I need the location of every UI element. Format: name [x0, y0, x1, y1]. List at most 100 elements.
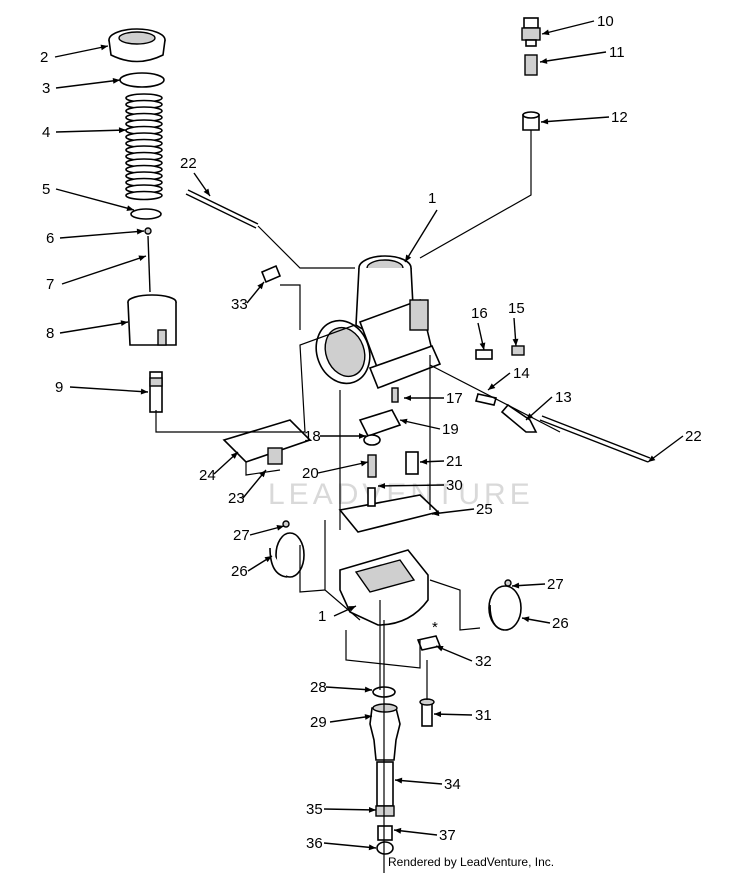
callout-label: 21	[446, 453, 463, 470]
callout-label: 28	[310, 679, 327, 696]
callout-label: 22	[685, 428, 702, 445]
arrowhead-icon	[378, 482, 386, 489]
callout-label: 33	[231, 296, 248, 313]
arrowhead-icon	[394, 827, 402, 834]
callout-label: 3	[42, 80, 50, 97]
arrowhead-icon	[368, 806, 376, 813]
arrowhead-icon	[112, 77, 120, 84]
arrowhead-icon	[488, 383, 496, 390]
arrowhead-icon	[542, 29, 550, 36]
throttle-parts-column	[108, 28, 177, 413]
arrowhead-icon	[138, 255, 146, 261]
callout-leader	[539, 51, 607, 63]
cap-part	[108, 28, 166, 63]
clip-part	[144, 227, 152, 235]
arrowhead-icon	[360, 460, 368, 467]
arrowhead-icon	[100, 44, 108, 51]
arrowhead-icon	[257, 282, 264, 290]
arrowhead-icon	[432, 510, 440, 517]
callout-label: 19	[442, 421, 459, 438]
callout-leader	[317, 461, 369, 474]
callout-label: 15	[508, 300, 525, 317]
callout-label: 29	[310, 714, 327, 731]
callout-leader	[69, 386, 149, 393]
callout-label: 27	[547, 576, 564, 593]
arrowhead-icon	[541, 118, 549, 125]
float-left-part	[269, 532, 305, 578]
arrowhead-icon	[479, 342, 486, 350]
cable-fittings	[521, 17, 541, 131]
arrowhead-icon	[436, 646, 444, 652]
leader-lines	[155, 130, 561, 873]
arrowhead-icon	[120, 320, 128, 326]
arrowhead-icon	[648, 455, 656, 462]
callout-label: 4	[42, 124, 50, 141]
throttle-valve-part	[127, 294, 177, 346]
callout-label: 32	[475, 653, 492, 670]
callout-label: 26	[552, 615, 569, 632]
arrowhead-icon	[364, 686, 372, 693]
callout-label: 20	[302, 465, 319, 482]
callout-label: 14	[513, 365, 530, 382]
callout-label: 12	[611, 109, 628, 126]
arrowhead-icon	[136, 228, 144, 235]
callout-label: 30	[446, 477, 463, 494]
callout-label: 9	[55, 379, 63, 396]
arrowhead-icon	[395, 777, 403, 784]
callout-leader	[323, 842, 377, 849]
spring-coil	[125, 190, 163, 201]
callout-label: 31	[475, 707, 492, 724]
float-right-part	[488, 585, 522, 631]
callout-leader	[329, 715, 373, 723]
arrowhead-icon	[364, 714, 372, 720]
callout-label: 18	[304, 428, 321, 445]
callout-leader	[323, 808, 377, 811]
spring-part	[125, 93, 163, 201]
callout-label: 35	[306, 801, 323, 818]
arrowhead-icon	[126, 205, 134, 211]
arrowhead-icon	[230, 452, 238, 459]
callout-label: 17	[446, 390, 463, 407]
callout-label: 24	[199, 467, 216, 484]
callout-label: 11	[609, 44, 625, 61]
callout-label: 23	[228, 490, 245, 507]
arrowhead-icon	[540, 58, 548, 64]
arrowhead-icon	[512, 582, 520, 589]
callout-label: 2	[40, 49, 48, 66]
arrowhead-icon	[522, 616, 530, 623]
callout-label: 1	[428, 190, 436, 207]
callout-label: 13	[555, 389, 572, 406]
arrowhead-icon	[203, 188, 210, 196]
callout-leader	[55, 129, 127, 133]
credit-text: Rendered by LeadVenture, Inc.	[388, 855, 554, 869]
callout-leader	[541, 20, 595, 35]
callout-label: 1	[318, 608, 326, 625]
callout-leader	[647, 435, 684, 463]
arrowhead-icon	[420, 458, 428, 465]
callout-label: 27	[233, 527, 250, 544]
retainer-part	[130, 208, 162, 220]
callout-leader	[540, 116, 610, 123]
callout-label: 22	[180, 155, 197, 172]
arrowhead-icon	[259, 470, 266, 478]
arrowhead-icon	[405, 254, 412, 262]
callout-leader	[61, 255, 147, 285]
arrowhead-icon	[400, 418, 408, 425]
callout-leader	[54, 45, 109, 58]
callout-labels: 1 2 3 4 5 6 7 8 9 10 11 12 13 14 15 16 1…	[40, 13, 702, 852]
callout-label: 34	[444, 776, 461, 793]
washer-part	[119, 72, 165, 88]
callout-leader	[325, 686, 373, 691]
arrowhead-icon	[359, 433, 366, 439]
arrowhead-icon	[118, 127, 126, 134]
callout-label: 16	[471, 305, 488, 322]
arrowhead-icon	[404, 395, 411, 401]
callout-leader	[394, 779, 443, 785]
arrowhead-icon	[526, 413, 534, 420]
callout-leader	[55, 79, 121, 89]
arrowhead-icon	[368, 844, 376, 851]
callout-label: 25	[476, 501, 493, 518]
callout-label: 6	[46, 230, 54, 247]
callout-label: 36	[306, 835, 323, 852]
